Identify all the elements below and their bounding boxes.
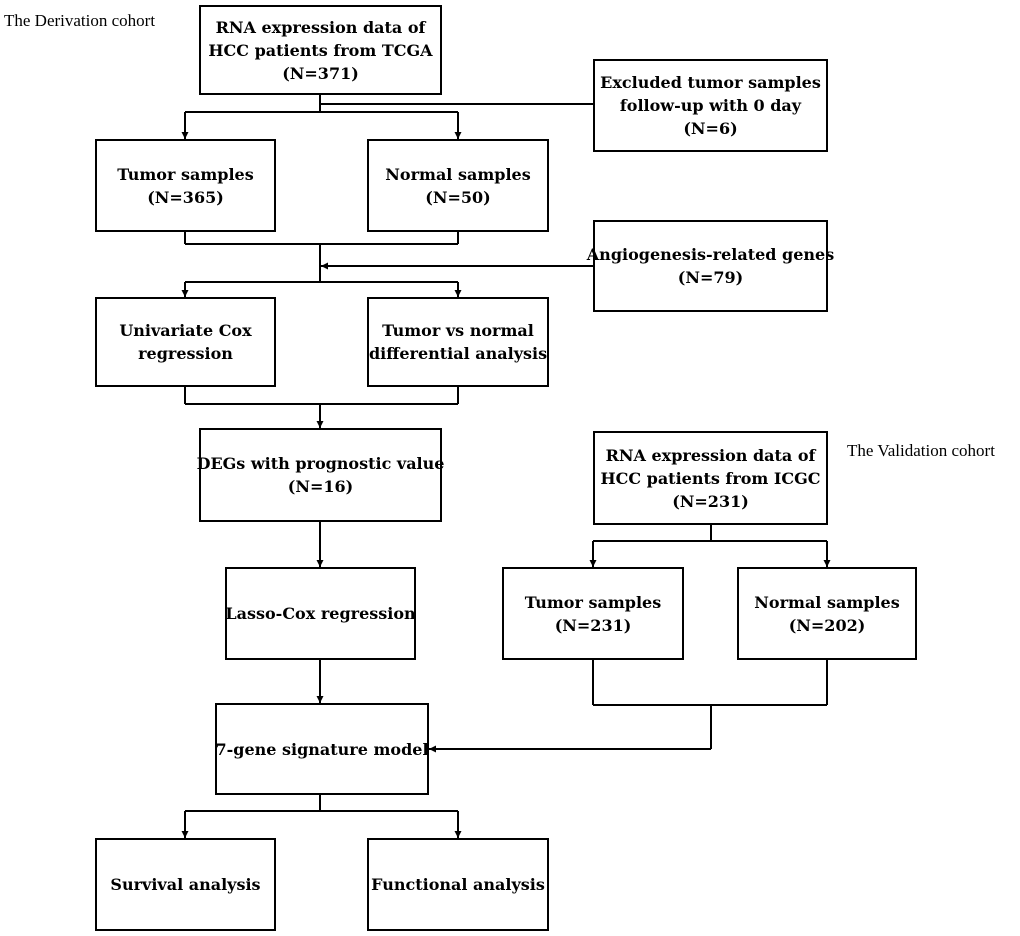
box-text-line: Functional analysis [371, 875, 545, 894]
box-text-line: (N=202) [788, 615, 866, 635]
box-text-line: (N=231) [672, 491, 749, 511]
lasso-cox-box: Lasso-Cox regression [225, 567, 416, 660]
box-text-line: (N=50) [425, 187, 491, 207]
validation-normal-samples-box: Normal samples (N=202) [737, 567, 917, 660]
box-text-line: follow-up with 0 day [619, 96, 802, 115]
icgc-data-box: RNA expression data of HCC patients from … [593, 431, 828, 525]
box-text-line: Tumor samples [524, 592, 662, 612]
validation-cohort-label: The Validation cohort [847, 441, 995, 460]
box-text-line: (N=365) [147, 187, 224, 207]
box-text-line: RNA expression data of [215, 17, 426, 37]
box-text-line: Excluded tumor samples [600, 73, 821, 92]
box-text-line: DEGs with prognostic value [196, 454, 445, 473]
box-text-line: Normal samples [754, 592, 900, 612]
box-text-line: (N=371) [282, 63, 359, 83]
angiogenesis-genes-box: Angiogenesis-related genes (N=79) [587, 220, 834, 312]
box-text-line: (N=6) [683, 119, 738, 138]
box-text-line: Tumor samples [117, 164, 254, 184]
differential-analysis-box: Tumor vs normal differential analysis [367, 297, 549, 387]
box-text-line: differential analysis [368, 344, 548, 363]
box-text-line: (N=16) [287, 477, 354, 496]
excluded-samples-box: Excluded tumor samples follow-up with 0 d… [593, 59, 828, 152]
tcga-data-box: RNA expression data of HCC patients from … [199, 5, 442, 95]
box-text-line: Univariate Cox [119, 321, 252, 340]
box-text-line: (N=231) [554, 615, 632, 635]
normal-samples-box: Normal samples (N=50) [367, 139, 549, 232]
box-text-line: Lasso-Cox regression [225, 604, 416, 623]
box-text-line: Tumor vs normal [382, 321, 534, 340]
survival-analysis-box: Survival analysis [95, 838, 276, 931]
box-text-line: Normal samples [385, 164, 531, 184]
box-text-line: regression [138, 344, 233, 363]
box-text-line: RNA expression data of [605, 445, 816, 465]
signature-model-box: 7-gene signature model [215, 703, 429, 795]
box-text-line: HCC patients from ICGC [600, 468, 821, 488]
validation-tumor-samples-box: Tumor samples (N=231) [502, 567, 684, 660]
box-text-line: Angiogenesis-related genes [586, 245, 835, 264]
box-text-line: HCC patients from TCGA [208, 40, 433, 60]
box-text-line: (N=79) [677, 268, 744, 287]
functional-analysis-box: Functional analysis [367, 838, 549, 931]
derivation-cohort-label: The Derivation cohort [4, 11, 156, 30]
degs-box: DEGs with prognostic value (N=16) [196, 428, 445, 522]
univariate-cox-box: Univariate Cox regression [95, 297, 276, 387]
box-text-line: 7-gene signature model [215, 739, 429, 759]
tumor-samples-box: Tumor samples (N=365) [95, 139, 276, 232]
box-text-line: Survival analysis [110, 875, 261, 894]
